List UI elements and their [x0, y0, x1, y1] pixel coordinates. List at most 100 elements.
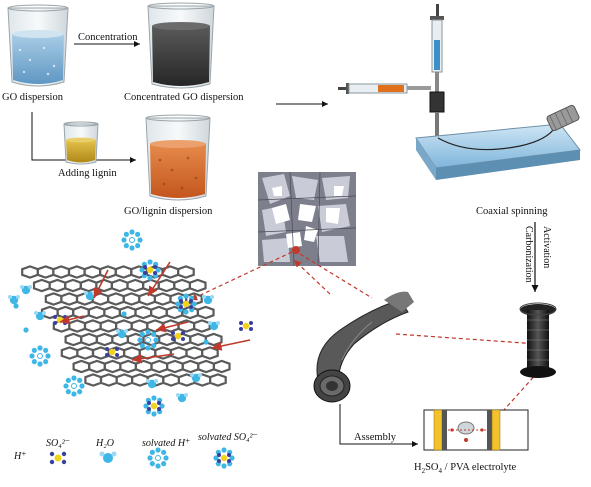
water-hydrogen — [84, 291, 88, 295]
solvated-so4-legend-icon — [213, 447, 235, 469]
sulfate-oxygen — [115, 353, 119, 357]
sulfate-oxygen — [53, 321, 57, 325]
proton — [71, 383, 77, 389]
solvation-water — [45, 353, 51, 359]
electrolyte-h: H — [414, 462, 422, 473]
proton-ion — [13, 303, 19, 309]
sulfate-oxygen — [217, 459, 221, 463]
sulfate-core — [108, 348, 116, 356]
graphene-hexagon — [36, 265, 55, 279]
solvation-water — [129, 245, 135, 251]
water-hydrogen — [124, 329, 128, 333]
electrolyte-sub-4: 4 — [438, 467, 443, 476]
graphene-hexagon — [32, 278, 51, 293]
sulfate-oxygen — [105, 347, 109, 351]
solvation-water — [137, 237, 143, 243]
graphene-hexagon — [122, 292, 141, 306]
arrow-to-lignin — [31, 112, 136, 163]
graphene-hexagon — [134, 305, 153, 320]
graphene-hexagon — [114, 265, 133, 279]
sulfate-oxygen — [227, 453, 231, 457]
sulfate-core — [242, 322, 250, 330]
graphene-hexagon — [204, 332, 223, 347]
graphene-hexagon — [197, 359, 215, 374]
sulfate-oxygen — [181, 337, 185, 341]
fiber-icon — [313, 291, 414, 403]
graphene-hexagon — [84, 373, 103, 387]
water-molecule — [21, 285, 31, 295]
graphene-hexagon — [64, 332, 83, 347]
sulfate-oxygen — [217, 453, 221, 457]
graphene-hexagon — [146, 319, 164, 333]
sulfate-core — [150, 402, 158, 410]
graphene-hexagon — [79, 278, 98, 293]
water-hydrogen — [8, 295, 12, 299]
proton — [37, 353, 43, 359]
graphene-hexagon — [150, 305, 168, 320]
solvation-water — [31, 347, 37, 353]
sulfate-oxygen — [227, 459, 231, 463]
graphene-hexagon — [185, 346, 204, 360]
solvation-water — [65, 377, 71, 383]
sulfate-oxygen — [189, 299, 193, 303]
water-hydrogen — [16, 295, 20, 299]
graphene-hexagon — [130, 319, 149, 333]
proton — [129, 237, 135, 243]
solvation-water — [161, 449, 167, 455]
solvation-water — [145, 345, 151, 351]
graphene-hexagon — [60, 292, 79, 306]
graphene-hexagon — [88, 359, 106, 374]
solvation-water — [129, 229, 135, 235]
bath-icon — [415, 123, 581, 180]
graphene-hexagon — [196, 305, 215, 320]
sulfate-core — [220, 454, 228, 462]
sulfate-oxygen — [143, 265, 147, 269]
label-adding-lignin: Adding lignin — [58, 168, 117, 179]
water-hydrogen — [208, 321, 212, 325]
label-electrolyte: H2SO4 / PVA electrolyte — [414, 462, 516, 476]
graphene-hexagon — [115, 373, 134, 387]
graphene-hexagon — [99, 373, 118, 387]
legend-icons — [49, 447, 235, 469]
graphene-hexagon — [103, 305, 122, 320]
sulfate-oxygen — [179, 299, 183, 303]
graphene-hexagon — [83, 265, 102, 279]
h2o-legend-icon — [99, 451, 117, 463]
graphene-hexagon — [181, 359, 200, 374]
label-assembly: Assembly — [354, 432, 396, 443]
label-coaxial-spinning: Coaxial spinning — [476, 206, 548, 217]
water-hydrogen — [210, 295, 214, 299]
sulfate-oxygen — [179, 305, 183, 309]
legend-so4: SO₄²⁻ — [46, 438, 70, 449]
graphene-hexagon — [103, 359, 122, 374]
graphene-hexagon — [83, 319, 102, 333]
electrolyte-sub-2: 2 — [421, 467, 426, 476]
proton-ion — [121, 311, 127, 317]
sulfate-oxygen — [147, 401, 151, 405]
graphene-hexagon — [201, 346, 219, 360]
graphene-hexagon — [173, 278, 191, 293]
sulfate-oxygen — [147, 407, 151, 411]
solvation-water — [77, 389, 83, 395]
graphene-hexagon — [150, 359, 169, 374]
sulfate-core — [182, 300, 190, 308]
graphene-hexagon — [157, 278, 176, 293]
device-icon — [423, 409, 529, 451]
graphene-hexagon — [162, 373, 180, 387]
water-hydrogen — [28, 285, 32, 289]
sem-image — [257, 171, 357, 267]
label-carbonization: Carbonization — [523, 226, 534, 283]
solvation-water — [29, 353, 35, 359]
graphene-hexagon — [161, 265, 180, 279]
graphene-hexagon — [48, 278, 67, 293]
solvation-water — [151, 395, 157, 401]
solvation-water — [147, 259, 153, 265]
electrolyte-suffix: / PVA electrolyte — [442, 462, 517, 473]
sulfate-oxygen — [105, 353, 109, 357]
solvation-water — [161, 461, 167, 467]
solvation-water — [183, 309, 189, 315]
solvation-water — [31, 359, 37, 365]
sulfate-oxygen — [239, 327, 243, 331]
label-go-lignin: GO/lignin dispersion — [124, 206, 213, 217]
